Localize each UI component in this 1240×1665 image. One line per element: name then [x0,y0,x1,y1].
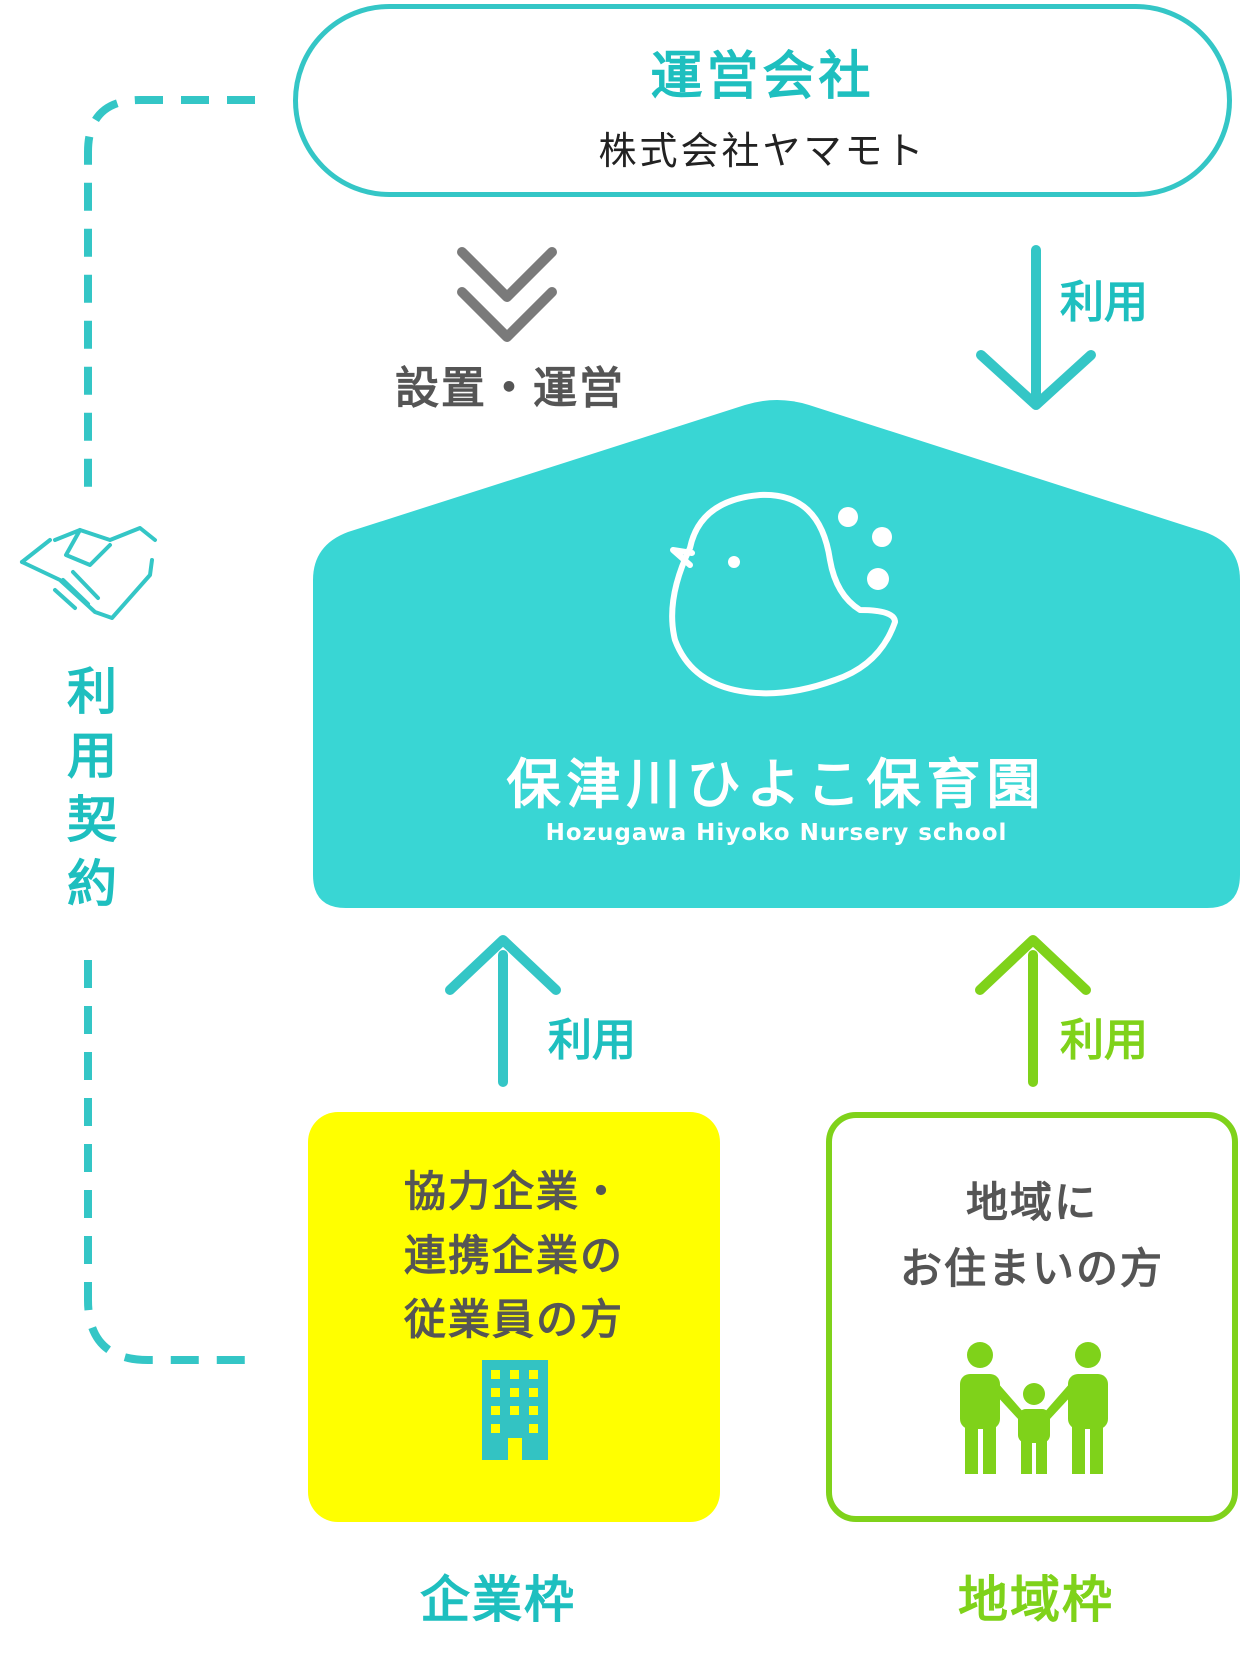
contract-char: 用 [67,727,117,785]
use-label-left: 利用 [548,1015,636,1066]
corporate-frame-label: 企業枠 [420,1571,576,1629]
building-icon [482,1360,548,1460]
local-description: 地域に お住まいの方 [826,1170,1238,1302]
arrow-up-left-icon [445,935,561,1087]
nursery-house [313,400,1240,908]
nursery-name: 保津川ひよこ保育園 [506,753,1047,816]
use-label-top: 利用 [1060,277,1148,328]
contract-dashed-line [84,96,255,1364]
operating-company-box [293,4,1232,197]
corporate-line: 従業員の方 [403,1295,624,1344]
chick-icon [669,491,898,697]
double-chevron-down-icon [457,247,557,342]
setup-operate-label: 設置・運営 [395,363,625,414]
local-frame-label: 地域枠 [958,1571,1114,1629]
local-line: お住まいの方 [899,1244,1164,1293]
arrow-down-icon [976,245,1096,410]
company-name: 株式会社ヤマモト [598,129,927,173]
corporate-line: 協力企業・ [403,1167,624,1216]
nursery-name-en: Hozugawa Hiyoko Nursery school [545,820,1008,846]
local-line: 地域に [965,1178,1098,1227]
family-icon [960,1342,1108,1474]
contract-char: 契 [67,791,117,849]
company-title: 運営会社 [650,47,875,107]
use-label-right: 利用 [1060,1015,1148,1066]
contract-char: 利 [67,663,117,721]
corporate-description: 協力企業・ 連携企業の 従業員の方 [308,1160,720,1352]
contract-char: 約 [67,855,117,913]
usage-contract-label: 利 用 契 約 [62,660,122,916]
arrow-up-right-icon [975,935,1091,1087]
corporate-line: 連携企業の [403,1231,624,1280]
handshake-icon [20,526,157,620]
